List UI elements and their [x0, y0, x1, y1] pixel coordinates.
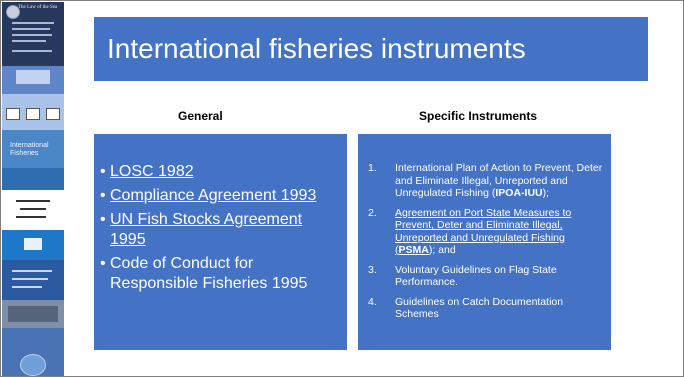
logo-icon	[46, 108, 60, 120]
item-acronym: PSMA	[398, 244, 429, 256]
thumbnail-block	[16, 70, 50, 84]
thumbnail-block	[24, 238, 42, 250]
thumbnail-text-line	[12, 40, 46, 42]
general-list: • LOSC 1982 • Compliance Agreement 1993 …	[100, 162, 340, 298]
port-image	[8, 306, 58, 322]
slide-title: International fisheries instruments	[107, 33, 526, 64]
thumbnail-text-line	[12, 278, 48, 280]
thumbnail-psma	[2, 260, 64, 300]
thumbnail-compliance-agreement	[2, 66, 64, 94]
item-text: Voluntary Guidelines on Flag State Perfo…	[395, 263, 557, 289]
psma-link[interactable]: Agreement on Port State Measures to Prev…	[395, 207, 571, 257]
bullet-icon: •	[100, 163, 106, 180]
item-suffix: );	[542, 187, 550, 199]
bullet-icon: •	[100, 255, 106, 272]
losc-link[interactable]: LOSC 1982	[110, 163, 194, 180]
item-text: Agreement on Port State Measures to Prev…	[395, 206, 572, 257]
bullet-icon: •	[100, 211, 106, 228]
list-item: • LOSC 1982	[100, 162, 340, 182]
specific-panel: 1. International Plan of Action to Preve…	[358, 134, 611, 350]
item-text: International Plan of Action to Prevent,…	[395, 162, 603, 199]
thumbnail-text-line	[12, 28, 50, 30]
thumbnail-text-line	[12, 34, 52, 36]
list-item: 1. International Plan of Action to Preve…	[368, 162, 606, 200]
thumbnail-text-line	[12, 270, 52, 272]
compliance-agreement-link[interactable]: Compliance Agreement 1993	[110, 187, 317, 204]
thumbnail-flag-state-guidelines	[2, 328, 64, 376]
code-of-conduct-text: Code of Conduct for Responsible Fisherie…	[110, 255, 308, 292]
item-number: 2.	[368, 206, 377, 219]
thumbnail-international-fisheries: International Fisheries	[2, 130, 64, 190]
thumbnail-fish-stocks-agreement	[2, 94, 64, 130]
general-heading: General	[178, 109, 223, 123]
specific-heading: Specific Instruments	[419, 109, 538, 123]
item-number: 4.	[368, 295, 377, 308]
thumbnail-law-of-the-sea: The Law of the Sea	[2, 2, 64, 66]
thumbnail-text-line	[16, 216, 46, 218]
list-item: 4. Guidelines on Catch Documentation Sch…	[368, 296, 606, 321]
general-panel: • LOSC 1982 • Compliance Agreement 1993 …	[94, 134, 347, 350]
thumbnail-text-line	[12, 286, 42, 288]
un-seal-icon	[6, 5, 20, 19]
sea-image	[2, 168, 64, 190]
list-item: 3. Voluntary Guidelines on Flag State Pe…	[368, 264, 606, 289]
logo-icon	[26, 108, 40, 120]
logo-icon	[6, 108, 20, 120]
thumbnail-ipoa	[2, 230, 64, 260]
thumbnail-strip: The Law of the Sea International Fisheri…	[2, 2, 64, 376]
thumbnail-title: The Law of the Sea	[18, 5, 58, 10]
list-item: • Compliance Agreement 1993	[100, 186, 340, 206]
thumbnail-text-line	[12, 50, 52, 52]
list-item: • UN Fish Stocks Agreement 1995	[100, 210, 340, 250]
item-text: Guidelines on Catch Documentation Scheme…	[395, 295, 564, 321]
item-number: 1.	[368, 162, 377, 174]
thumbnail-port-photo	[2, 300, 64, 328]
thumbnail-text-line	[20, 208, 46, 210]
thumbnail-text-line	[12, 22, 54, 24]
thumbnail-title: International Fisheries	[10, 142, 49, 157]
fish-stocks-agreement-link[interactable]: UN Fish Stocks Agreement 1995	[110, 211, 303, 248]
list-item: 2. Agreement on Port State Measures to P…	[368, 207, 606, 257]
item-number: 3.	[368, 263, 377, 276]
bullet-icon: •	[100, 187, 106, 204]
title-band: International fisheries instruments	[94, 17, 648, 81]
list-item: • Code of Conduct for Responsible Fisher…	[100, 254, 340, 294]
specific-list: 1. International Plan of Action to Preve…	[368, 162, 606, 328]
thumbnail-text-line	[16, 200, 50, 202]
thumbnail-code-of-conduct	[2, 190, 64, 230]
item-suffix: ); and	[428, 244, 456, 256]
item-acronym: IPOA-IUU	[495, 187, 543, 199]
globe-icon	[20, 354, 46, 376]
